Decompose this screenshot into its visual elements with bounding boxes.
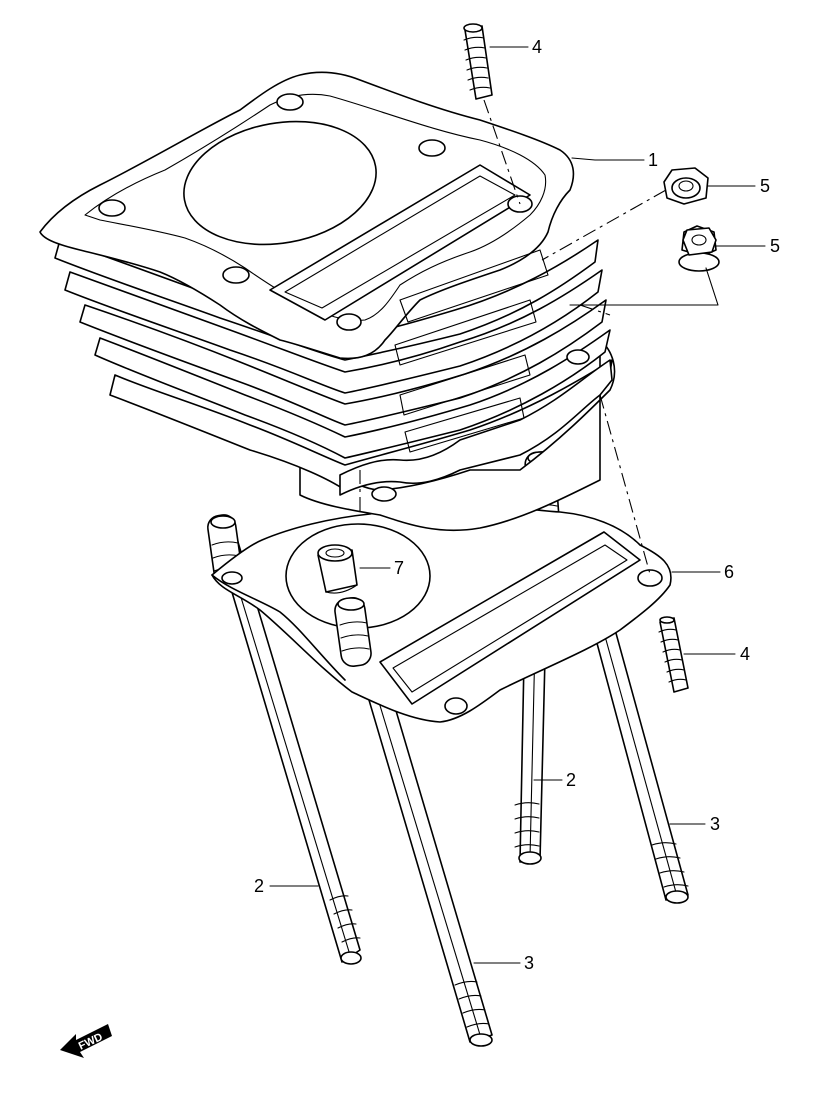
callout-labels: 1 4 5 5 6 7 4 2 3 2 3 bbox=[254, 37, 780, 973]
cylinder-block bbox=[39, 71, 616, 532]
callout-1: 1 bbox=[648, 150, 658, 170]
stud-bolt-2-left bbox=[207, 514, 362, 965]
callout-3-front: 3 bbox=[524, 953, 534, 973]
callout-6: 6 bbox=[724, 562, 734, 582]
short-stud-top bbox=[463, 23, 493, 100]
short-stud-lower bbox=[658, 616, 689, 693]
callout-5-upper: 5 bbox=[760, 176, 770, 196]
stud-bolt-3-front-top bbox=[334, 596, 372, 668]
callout-4-top: 4 bbox=[532, 37, 542, 57]
callout-4-lower: 4 bbox=[740, 644, 750, 664]
dowel-pin bbox=[317, 544, 358, 594]
forward-arrow-icon: FWD bbox=[60, 1024, 112, 1058]
fwd-label: FWD bbox=[77, 1031, 105, 1052]
flange-nut-lower bbox=[678, 225, 720, 272]
assembly-lines bbox=[359, 99, 719, 575]
flange-nut-upper bbox=[663, 167, 709, 205]
callout-2-left: 2 bbox=[254, 876, 264, 896]
callout-5-lower: 5 bbox=[770, 236, 780, 256]
callout-3-rear: 3 bbox=[710, 814, 720, 834]
leader-lines bbox=[269, 46, 766, 964]
callout-2-rear: 2 bbox=[566, 770, 576, 790]
callout-7: 7 bbox=[394, 558, 404, 578]
